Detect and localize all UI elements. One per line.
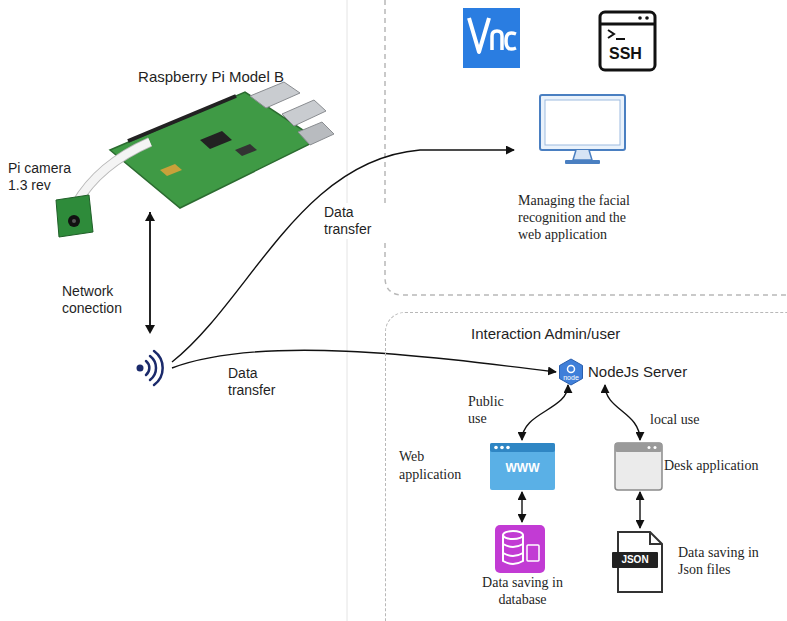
monitor-node: Managing the facial recognition and the …	[514, 92, 656, 252]
node-text: Interaction Admin/user	[471, 325, 787, 343]
node-text: Raspberry Pi Model B	[100, 68, 322, 86]
pi-camera	[56, 195, 93, 237]
connector-arrow	[639, 492, 640, 528]
connector-arrow	[150, 150, 514, 362]
database-node: Data saving in database	[475, 522, 570, 614]
connector-arrow	[521, 492, 522, 522]
divider-line	[347, 0, 348, 621]
part-label: Pi camera 1.3 rev	[8, 160, 80, 194]
node-text: Web application	[399, 448, 475, 484]
node-text: Data saving in database	[482, 574, 564, 608]
connection-label: Network conection	[62, 283, 142, 317]
icon-text: JSON	[612, 554, 658, 566]
edge-label: Data transfer	[322, 203, 386, 239]
dashed-region	[385, 0, 787, 295]
monitor-icon	[540, 95, 625, 164]
ssh-icon	[600, 12, 655, 70]
desk-app-node: Desk application	[612, 440, 764, 492]
web-icon	[490, 443, 555, 490]
arrow-head	[145, 212, 155, 221]
icon-text: SSH	[609, 45, 642, 63]
connector-arrow	[605, 385, 640, 440]
wireless-symbol	[137, 351, 163, 385]
node-text: NodeJs Server	[588, 363, 687, 381]
edge-label: local use	[648, 410, 701, 429]
panel-region: Interaction Admin/userNodeJs ServerWeb a…	[385, 312, 787, 621]
arrow-head	[145, 325, 155, 334]
database-icon	[495, 525, 545, 573]
board-node: Raspberry Pi Model B	[100, 66, 322, 212]
connector-arrow	[522, 385, 568, 440]
edge-label: Public use	[466, 392, 518, 428]
raspberry-pi-board	[76, 82, 334, 208]
vnc-logo	[463, 8, 520, 68]
icon-text: node	[559, 374, 583, 382]
desktop-window-icon	[615, 443, 662, 490]
node-text: Desk application	[664, 457, 758, 475]
node-text: Data saving in Json files	[678, 544, 770, 578]
node-text: Managing the facial recognition and the …	[518, 192, 650, 243]
server-node: NodeJs Server	[556, 359, 693, 385]
icon-text: WWW	[490, 461, 555, 475]
json-file-icon	[612, 532, 662, 592]
nodejs-icon	[560, 359, 583, 385]
edge-label: Data transfer	[226, 364, 290, 400]
